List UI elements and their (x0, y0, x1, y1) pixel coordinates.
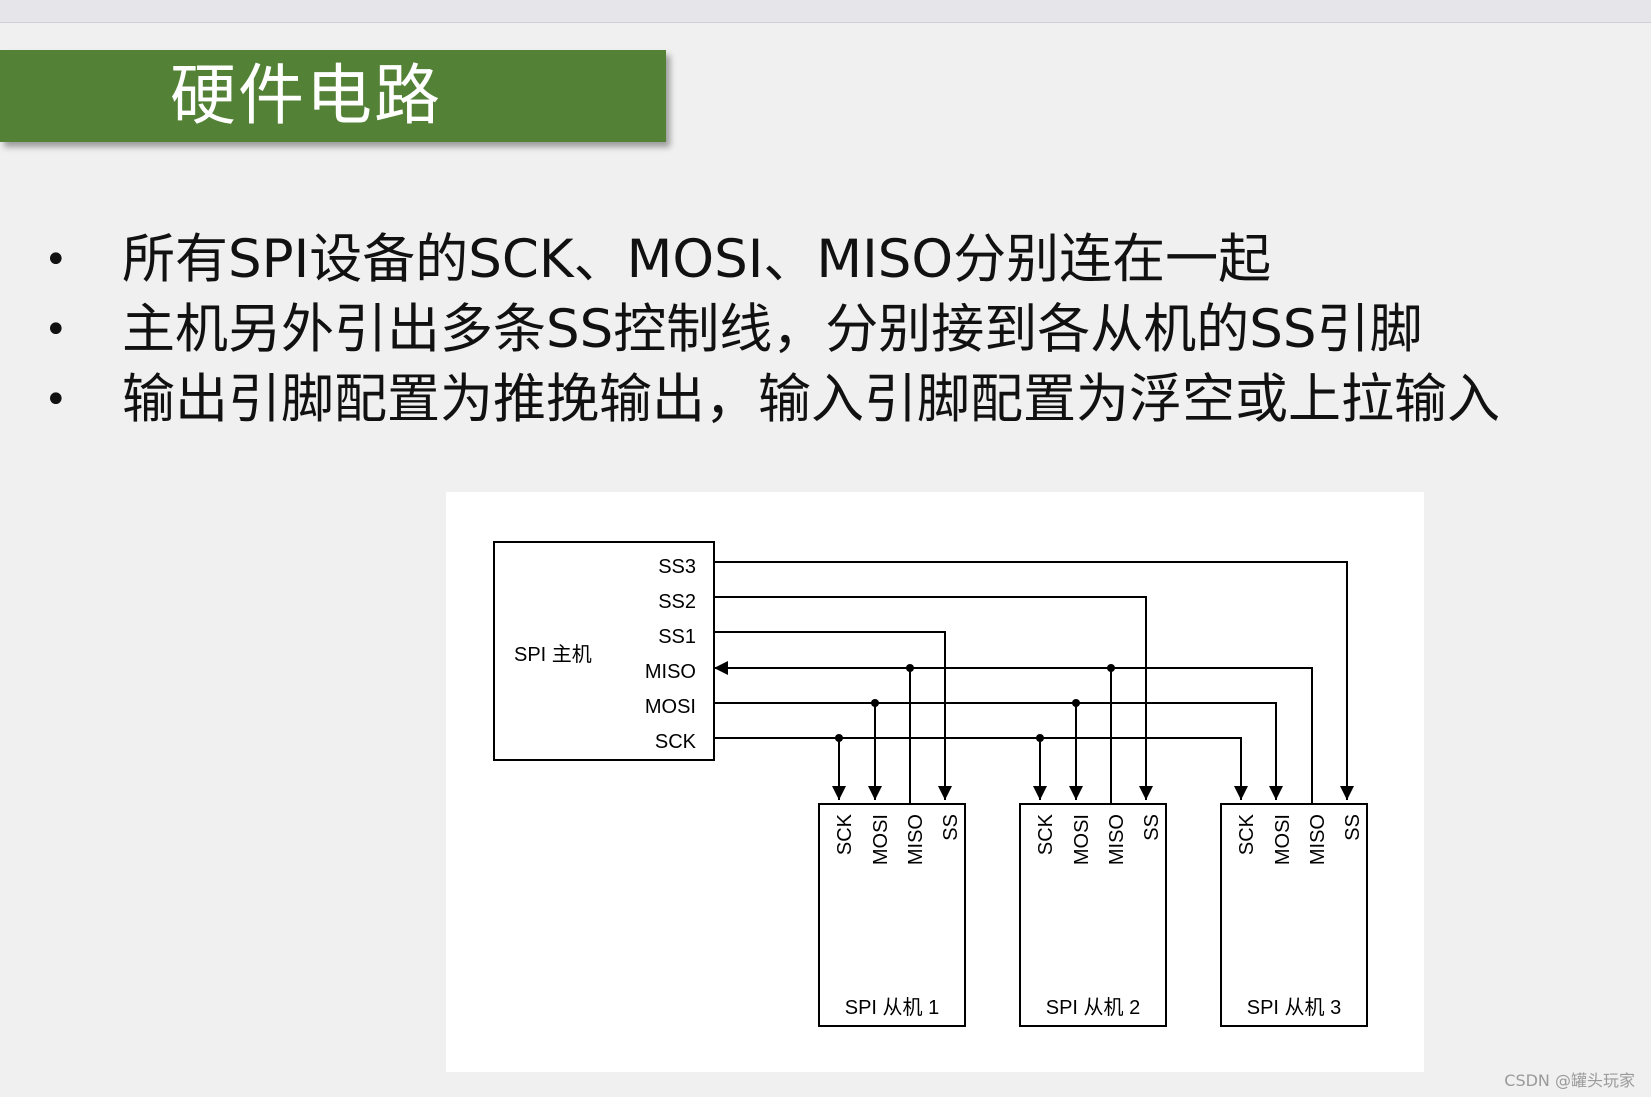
top-strip (0, 0, 1651, 23)
master-box (493, 541, 715, 761)
title-banner: 硬件电路 (0, 50, 666, 142)
master-pin-ss2: SS2 (658, 591, 696, 613)
slave3-pin-ss: SS (1342, 814, 1364, 841)
junction-dot (871, 699, 879, 707)
bullet-dot: • (44, 377, 68, 423)
wire-sck-bus (714, 737, 1248, 800)
junction-dot (835, 734, 843, 742)
master-pin-mosi: MOSI (645, 696, 696, 718)
junction-dot (906, 664, 914, 672)
bullet-item: • 主机另外引出多条SS控制线，分别接到各从机的SS引脚 (44, 295, 1644, 365)
spi-wiring-diagram: SPI 主机 SS3 SS2 SS1 MISO MOSI SCK SPI 从机 … (493, 541, 1368, 1027)
bullet-text: 输出引脚配置为推挽输出，输入引脚配置为浮空或上拉输入 (122, 369, 1500, 430)
master-pin-ss1: SS1 (658, 626, 696, 648)
master-pin-miso: MISO (645, 661, 696, 683)
slave1-pin-sck: SCK (834, 813, 856, 855)
slave2-pin-mosi: MOSI (1071, 814, 1093, 865)
slave-label-3: SPI 从机 3 (1247, 996, 1341, 1019)
slave3-pin-mosi: MOSI (1272, 814, 1294, 865)
slave3-pin-miso: MISO (1307, 814, 1329, 865)
slave-box-1 (818, 803, 966, 1027)
wire-ss1 (714, 631, 952, 800)
circuit-diagram-panel: SPI 主机 SS3 SS2 SS1 MISO MOSI SCK SPI 从机 … (446, 492, 1424, 1072)
junction-dot (1036, 734, 1044, 742)
slave-label-1: SPI 从机 1 (845, 996, 939, 1019)
slave-label-2: SPI 从机 2 (1046, 996, 1140, 1019)
slide-title: 硬件电路 (170, 57, 442, 134)
bullet-text: 主机另外引出多条SS控制线，分别接到各从机的SS引脚 (122, 299, 1423, 360)
master-pin-ss3: SS3 (658, 556, 696, 578)
bullet-item: • 所有SPI设备的SCK、MOSI、MISO分别连在一起 (44, 225, 1644, 295)
wire-ss3 (714, 561, 1354, 800)
bullet-list: • 所有SPI设备的SCK、MOSI、MISO分别连在一起 • 主机另外引出多条… (44, 225, 1644, 435)
slave1-pin-miso: MISO (905, 814, 927, 865)
slave2-pin-miso: MISO (1106, 814, 1128, 865)
slave-box-2 (1019, 803, 1167, 1027)
slave2-pin-ss: SS (1141, 814, 1163, 841)
master-pin-sck: SCK (655, 731, 697, 753)
wire-mosi-bus (714, 702, 1283, 800)
bullet-item: • 输出引脚配置为推挽输出，输入引脚配置为浮空或上拉输入 (44, 365, 1644, 435)
slave2-pin-sck: SCK (1035, 813, 1057, 855)
wire-ss2 (714, 596, 1153, 800)
slave3-pin-sck: SCK (1236, 813, 1258, 855)
bullet-dot: • (44, 307, 68, 353)
slave-box-3 (1220, 803, 1368, 1027)
watermark: CSDN @罐头玩家 (1504, 1071, 1635, 1090)
bullet-dot: • (44, 237, 68, 283)
junction-dot (1072, 699, 1080, 707)
master-label: SPI 主机 (514, 643, 592, 666)
wire-miso-bus (714, 661, 1313, 804)
slave1-pin-ss: SS (940, 814, 962, 841)
junction-dot (1107, 664, 1115, 672)
bullet-text: 所有SPI设备的SCK、MOSI、MISO分别连在一起 (122, 229, 1272, 290)
slave1-pin-mosi: MOSI (870, 814, 892, 865)
